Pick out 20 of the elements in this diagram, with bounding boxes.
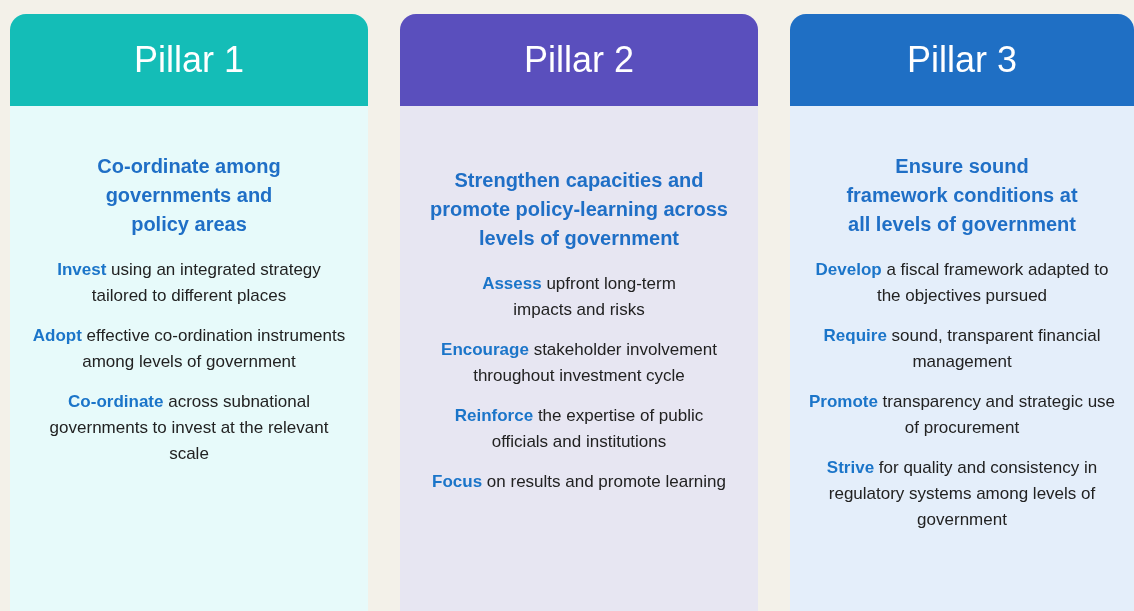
pillar-card [400,14,758,611]
action-item: Assess upfront long-term impacts and risks [481,273,677,321]
action-item: Require sound, transparent financial management [822,325,1102,373]
action-item: Reinforce the expertise of public officials and institutions [453,405,705,453]
action-item: Co-ordinate across subnational governments to invest at the relevant scale [48,391,330,465]
action-item: Develop a fiscal framework adapted to the objectives pursued [814,259,1110,307]
pillar-header: Pillar 3 [790,14,1134,106]
action-item: Promote transparency and strategic use of procurement [807,391,1117,439]
action-item: Invest using an integrated strategy tailored to different places [56,259,322,307]
pillar-header: Pillar 1 [10,14,368,106]
pillar-subtitle: Strengthen capacities and promote policy-learning across levels of government [429,168,729,251]
pillar-card [790,14,1134,611]
pillar-card [10,14,368,611]
pillar-subtitle: Ensure sound framework conditions at all levels of government [845,154,1079,237]
action-item: Encourage stakeholder involvement throughout investment cycle [440,339,718,387]
action-item: Adopt effective co-ordination instruments among levels of government [31,325,347,373]
pillar-subtitle: Co-ordinate among governments and policy areas [96,154,282,237]
action-item: Strive for quality and consistency in regulatory systems among levels of government [825,457,1099,531]
pillar-header: Pillar 2 [400,14,758,106]
action-item: Focus on results and promote learning [431,471,727,493]
